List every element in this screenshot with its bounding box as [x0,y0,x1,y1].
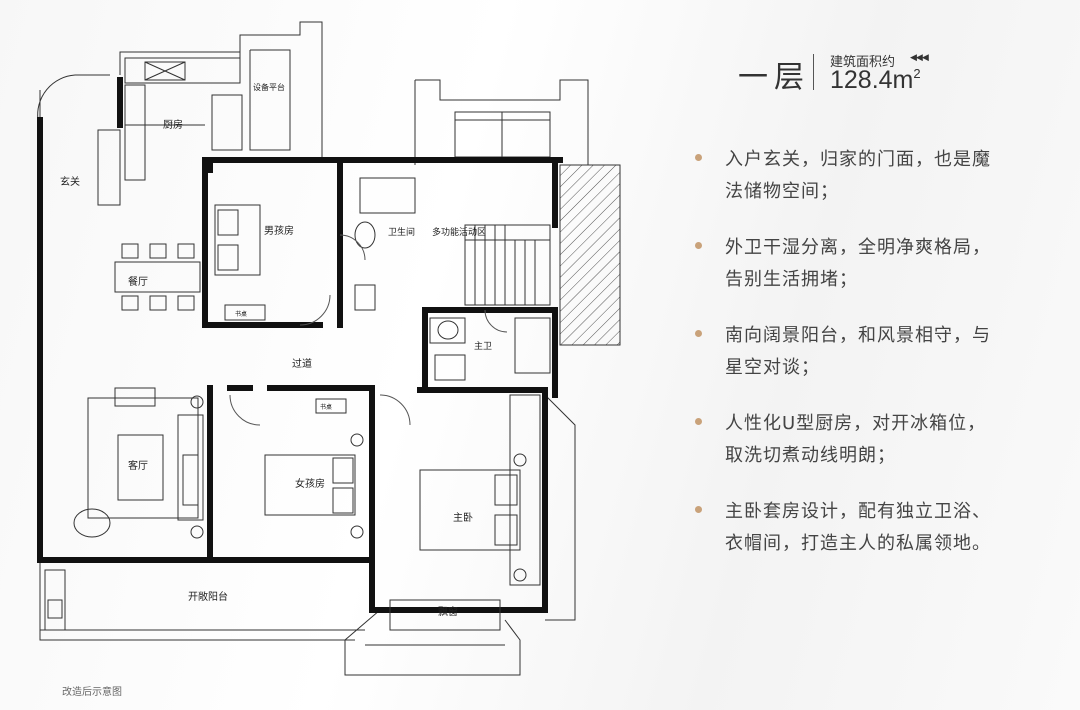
room-label-master-bath: 主卫 [474,340,492,352]
bath-fixtures [354,177,551,381]
room-label-entrance: 玄关 [60,175,80,188]
feature-line: 衣帽间，打造主人的私属领地。 [725,533,991,554]
feature-item: 南向阔景阳台，和风景相守，与 星空对谈； [695,320,1065,384]
room-label-kitchen: 厨房 [163,118,183,131]
stairs [464,224,551,306]
feature-item: 外卫干湿分离，全明净爽格局， 告别生活拥堵； [695,232,1065,296]
room-label-corridor: 过道 [292,357,312,370]
room-label-desk-2: 书桌 [320,403,332,411]
bullet-dot-icon [695,506,702,513]
feature-line: 告别生活拥堵； [725,269,858,290]
area-arrows-icon: ◀◀◀ [910,52,929,62]
bullet-dot-icon [695,418,702,425]
dining-set [114,243,201,311]
area-value: 128.4m2 [830,66,921,95]
room-label-equipment-platform: 设备平台 [253,82,285,92]
kitchen-fixtures [97,57,243,206]
room-label-girls-room: 女孩房 [295,477,325,490]
room-label-bathroom: 卫生间 [388,226,415,238]
feature-line: 南向阔景阳台，和风景相守，与 [725,325,991,346]
walls [37,77,563,613]
area-label: 建筑面积约 [830,55,896,70]
area-number: 128.4m [830,66,914,94]
boys-bed [214,204,266,321]
room-label-desk-1: 书桌 [235,310,247,318]
area-unit-sup: 2 [913,66,921,81]
feature-line: 星空对谈； [725,357,820,378]
footnote: 改造后示意图 [62,687,122,698]
floor-title: 一层 [738,60,810,95]
door-swings [229,234,508,426]
room-label-open-balcony: 开敞阳台 [188,590,228,603]
room-label-living: 客厅 [128,459,148,472]
bullet-dot-icon [695,330,702,337]
room-label-dining: 餐厅 [128,275,148,288]
room-label-bay-window: 飘窗 [438,605,458,618]
terrace-hatch [559,164,621,346]
balcony-fixtures [40,569,365,631]
bullet-dot-icon [695,154,702,161]
feature-line: 人性化U型厨房，对开冰箱位， [725,413,987,434]
feature-line: 法储物空间； [725,181,839,202]
room-label-boys-room: 男孩房 [264,224,294,237]
feature-item: 人性化U型厨房，对开冰箱位， 取洗切煮动线明朗； [695,408,1065,472]
master-bed [389,394,541,631]
feature-list: 入户玄关，归家的门面，也是魔 法储物空间； 外卫干湿分离，全明净爽格局， 告别生… [695,144,1065,584]
feature-line: 主卧套房设计，配有独立卫浴、 [725,501,991,522]
room-label-master-bedroom: 主卧 [453,511,473,524]
girls-bed [264,398,364,539]
feature-item: 主卧套房设计，配有独立卫浴、 衣帽间，打造主人的私属领地。 [695,496,1065,560]
feature-line: 取洗切煮动线明朗； [725,445,896,466]
feature-item: 入户玄关，归家的门面，也是魔 法储物空间； [695,144,1065,208]
feature-line: 外卫干湿分离，全明净爽格局， [725,237,991,258]
room-label-multi-function: 多功能活动区 [432,226,486,238]
floor-plan: 厨房 设备平台 玄关 男孩房 卫生间 多功能活动区 餐厅 主卫 过道 客厅 女孩… [37,21,621,676]
feature-line: 入户玄关，归家的门面，也是魔 [725,149,991,170]
living-furniture [73,387,204,539]
bullet-dot-icon [695,242,702,249]
title-divider [813,54,814,90]
